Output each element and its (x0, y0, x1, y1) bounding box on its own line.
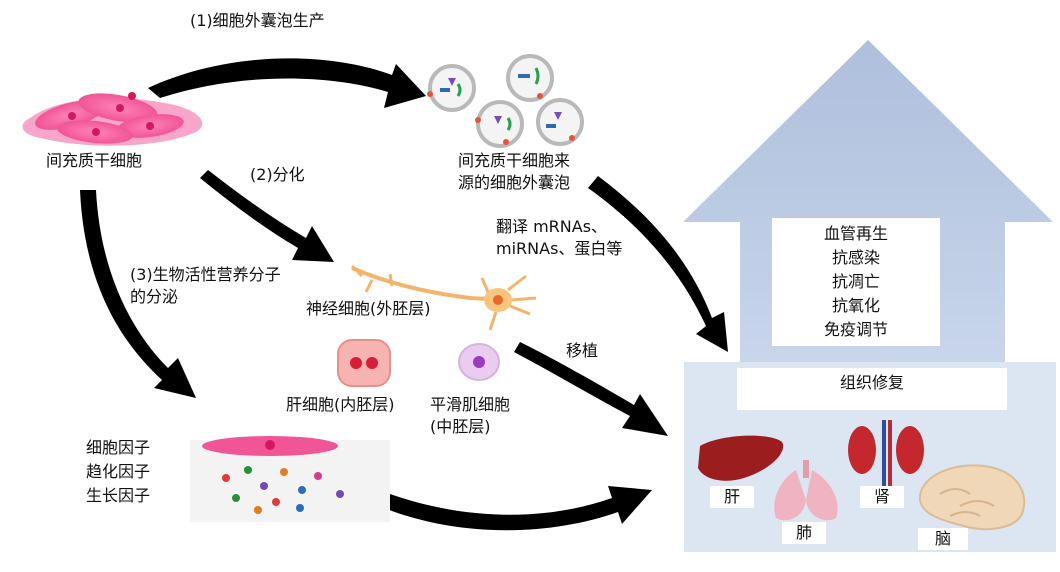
translate-line2: miRNAs、蛋白等 (496, 239, 623, 258)
ev-label: 间充质干细胞来 源的细胞外囊泡 (442, 150, 586, 194)
step3-line2: 的分泌 (130, 287, 179, 306)
factor-item: 细胞因子 (86, 438, 151, 457)
smooth-muscle-line1: 平滑肌细胞 (430, 395, 511, 414)
ev-vesicles-image (427, 54, 584, 148)
step3-label: (3)生物活性营养分子 的分泌 (130, 264, 285, 308)
step2-label: (2)分化 (250, 165, 305, 184)
factor-item: 生长因子 (86, 486, 151, 505)
arrow-differentiation (200, 170, 334, 262)
kidney-image (848, 420, 924, 490)
arrow-secretion (80, 190, 196, 398)
effect-item: 血管再生 (823, 224, 888, 243)
liver-image (698, 435, 784, 481)
smooth-muscle-cell-image (458, 343, 500, 381)
kidney-label: 肾 (860, 486, 904, 508)
translate-label: 翻译 mRNAs、 miRNAs、蛋白等 (494, 216, 625, 260)
effect-item: 抗感染 (831, 248, 880, 267)
brain-label: 脑 (918, 528, 968, 550)
brain-image (918, 464, 1026, 531)
tissue-repair-box: 组织修复 (737, 368, 1007, 410)
process-arrows (80, 58, 728, 531)
lung-label: 肺 (782, 522, 826, 544)
factor-item: 趋化因子 (86, 462, 151, 481)
effects-box: 血管再生 抗感染 抗凋亡 抗氧化 免疫调节 (772, 218, 940, 346)
arrow-factors-to-organs (384, 486, 652, 531)
smooth-muscle-label: 平滑肌细胞 (中胚层) (430, 394, 510, 438)
effect-item: 免疫调节 (823, 320, 888, 339)
secretion-image (190, 436, 390, 522)
ev-label-line1: 间充质干细胞来 (457, 151, 570, 170)
effect-item: 抗凋亡 (831, 272, 880, 291)
ev-label-line2: 源的细胞外囊泡 (457, 173, 570, 192)
translate-line1: 翻译 mRNAs、 (496, 217, 608, 236)
msc-cells-image (22, 92, 203, 146)
hepatocyte-label: 肝细胞(内胚层) (286, 395, 395, 414)
effect-item: 抗氧化 (831, 296, 880, 315)
liver-label: 肝 (710, 486, 754, 508)
hepatocyte-image (337, 339, 391, 387)
neuron-image (350, 264, 537, 331)
smooth-muscle-line2: (中胚层) (430, 417, 491, 436)
neuron-label: 神经细胞(外胚层) (306, 299, 431, 318)
transplant-label: 移植 (566, 341, 599, 360)
arrow-transplant (514, 342, 668, 436)
arrow-ev-production (148, 58, 426, 108)
step1-label: (1)细胞外囊泡生产 (190, 11, 325, 30)
arrow-ev-to-organs (588, 176, 728, 352)
msc-label: 间充质干细胞 (46, 151, 143, 170)
factors-list: 细胞因子 趋化因子 生长因子 (86, 436, 150, 508)
lung-image (774, 460, 838, 521)
step3-line1: (3)生物活性营养分子 (130, 265, 281, 284)
